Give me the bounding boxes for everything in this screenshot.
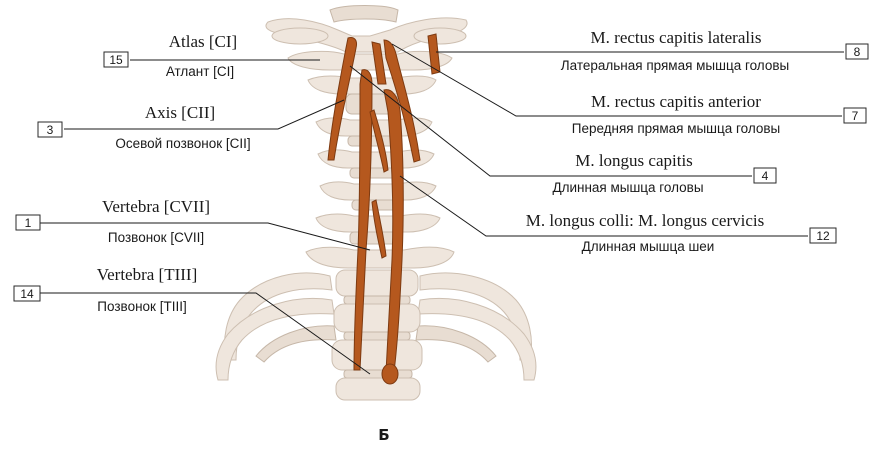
longus-colli-latin: M. longus colli: M. longus cervicis [526, 211, 764, 230]
vertebra-c7-russian: Позвонок [CVII] [108, 230, 204, 245]
axis-number: 3 [47, 123, 54, 137]
rectus-lateralis-latin: M. rectus capitis lateralis [591, 28, 762, 47]
longus-colli-number: 12 [816, 229, 830, 243]
atlas-vertebra [288, 51, 452, 70]
vertebra-c7-latin: Vertebra [CVII] [102, 197, 210, 216]
figure-letter: Б [378, 426, 389, 444]
vertebra-c7-number: 1 [25, 216, 32, 230]
axis-russian: Осевой позвонок [CII] [115, 136, 250, 151]
rectus-anterior-russian: Передняя прямая мышца головы [572, 121, 781, 136]
atlas-number: 15 [109, 53, 123, 67]
label-rectus-capitis-lateralis: M. rectus capitis lateralis Латеральная … [436, 28, 868, 73]
vertebra-t3-number: 14 [20, 287, 34, 301]
label-axis: Axis [CII] Осевой позвонок [CII] 3 [38, 100, 344, 151]
longus-capitis-number: 4 [762, 169, 769, 183]
longus-capitis-russian: Длинная мышца головы [552, 180, 703, 195]
atlas-latin: Atlas [CI] [169, 32, 237, 51]
rectus-anterior-latin: M. rectus capitis anterior [591, 92, 761, 111]
longus-colli-russian: Длинная мышца шеи [582, 239, 715, 254]
atlas-russian: Атлант [CI] [166, 64, 234, 79]
axis-latin: Axis [CII] [145, 103, 215, 122]
thoracic-vertebrae [332, 270, 422, 400]
vertebra-t3-russian: Позвонок [TIII] [97, 299, 186, 314]
rectus-lateralis-number: 8 [854, 45, 861, 59]
rectus-lateralis-russian: Латеральная прямая мышца головы [561, 58, 789, 73]
vertebra-t3-latin: Vertebra [TIII] [97, 265, 198, 284]
longus-capitis-latin: M. longus capitis [575, 151, 693, 170]
label-vertebra-c7: Vertebra [CVII] Позвонок [CVII] 1 [16, 197, 370, 250]
rectus-anterior-number: 7 [852, 109, 859, 123]
spine-illustration [216, 6, 536, 401]
